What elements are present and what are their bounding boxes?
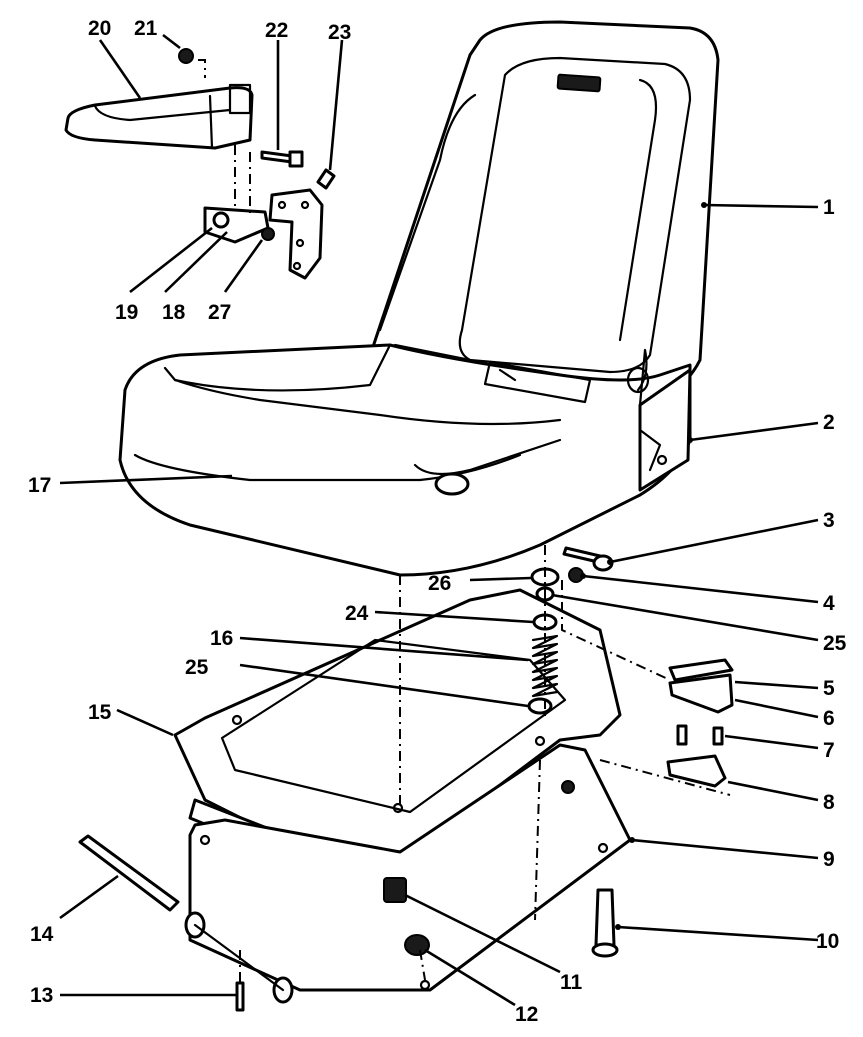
logo-badge (556, 73, 602, 93)
armrest-assembly (64, 48, 336, 280)
bracket-5 (668, 658, 734, 682)
callout-3: 3 (823, 509, 835, 532)
clamp-8 (666, 754, 727, 788)
callout-13: 13 (30, 984, 54, 1007)
callout-10: 10 (816, 930, 840, 953)
bolt-10 (594, 888, 616, 947)
washer-25-bottom (527, 697, 553, 715)
callout-17: 17 (28, 474, 52, 497)
nut-12 (404, 934, 430, 956)
callout-12: 12 (515, 1003, 539, 1026)
callout-14: 14 (30, 923, 54, 946)
callout-1: 1 (823, 196, 835, 219)
callout-7: 7 (823, 739, 835, 762)
callout-26: 26 (428, 572, 452, 595)
nut-21 (178, 48, 194, 64)
nut-11 (383, 877, 407, 903)
seat-cushion (118, 343, 692, 577)
callout-4: 4 (823, 592, 835, 615)
base-assembly (78, 545, 734, 1012)
callout-2: 2 (823, 411, 835, 434)
callout-11: 11 (560, 971, 583, 994)
callout-24: 24 (345, 602, 369, 625)
screw-23 (316, 168, 336, 190)
seat-assembly (118, 20, 720, 577)
callout-8: 8 (823, 791, 835, 814)
callout-6: 6 (823, 707, 835, 730)
rod-14 (78, 834, 180, 912)
callout-9: 9 (823, 848, 835, 871)
callout-15: 15 (88, 701, 112, 724)
bolt-22 (260, 150, 294, 164)
armrest-bracket (268, 188, 324, 280)
screw-7 (676, 724, 688, 746)
callout-5: 5 (823, 677, 835, 700)
callout-18: 18 (162, 301, 186, 324)
seat-rear-bracket (638, 368, 692, 492)
callout-27: 27 (208, 301, 232, 324)
callout-23: 23 (328, 21, 352, 44)
callout-19: 19 (115, 301, 139, 324)
callout-25-right: 25 (823, 632, 847, 655)
callout-20: 20 (88, 17, 112, 40)
callout-22: 22 (265, 19, 289, 42)
callout-25-left: 25 (185, 656, 209, 679)
pin-13 (235, 981, 245, 1012)
callout-16: 16 (210, 627, 234, 650)
leader-arrowheads (580, 202, 707, 930)
leader-lines (59, 33, 819, 1007)
bracket-6 (668, 673, 734, 714)
base-plate (188, 743, 632, 992)
callout-21: 21 (134, 17, 158, 40)
